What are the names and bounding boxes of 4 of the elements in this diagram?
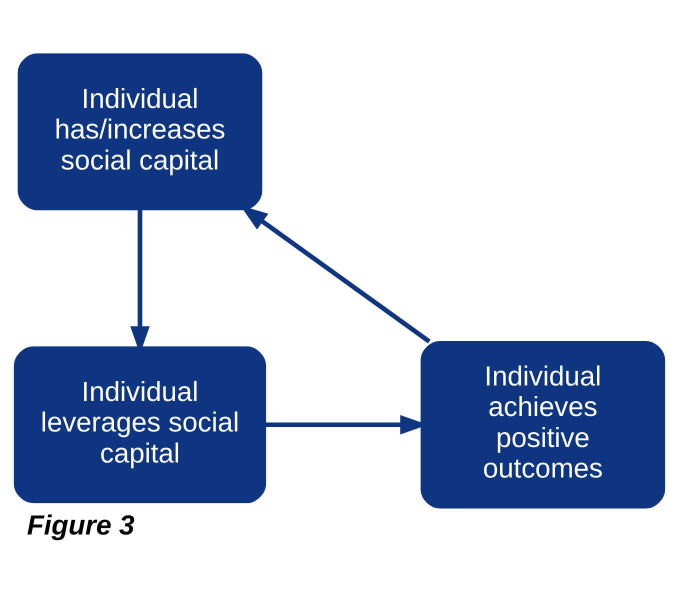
node-box: Individual leverages social capital [14, 346, 266, 504]
node-box: Individual has/increases social capital [18, 53, 262, 210]
node-box: Individual achieves positive outcomes [420, 340, 666, 509]
caption: Figure 3 [26, 510, 135, 541]
